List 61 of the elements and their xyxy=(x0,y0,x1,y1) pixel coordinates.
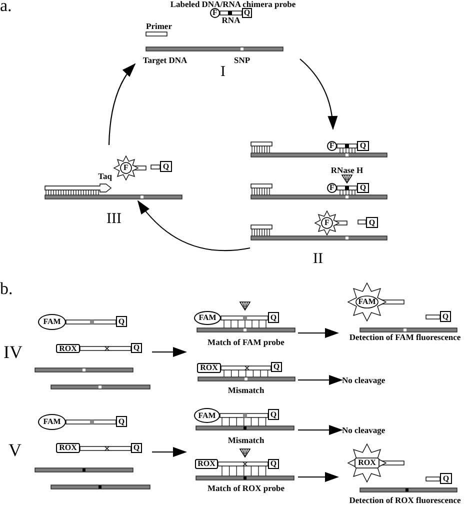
arrow xyxy=(298,375,343,385)
arrow xyxy=(300,58,338,130)
quencher-box: Q xyxy=(440,311,451,322)
rna-label: RNA xyxy=(222,16,240,24)
panel-letter: a. xyxy=(0,0,12,14)
fluorophore-ellipse: FAM xyxy=(38,314,66,330)
glowing-fluorophore: F xyxy=(114,156,138,180)
quencher-box: Q xyxy=(268,312,279,323)
panel-letter: b. xyxy=(0,280,13,297)
result-label: Detection of FAM fluorescence xyxy=(349,333,461,342)
result-label: Match of FAM probe xyxy=(208,338,284,346)
glowing-fluorophore: F xyxy=(315,211,339,235)
quencher-box: Q xyxy=(357,141,369,151)
primer-label: Primer xyxy=(146,22,172,30)
result-text: No cleavage xyxy=(342,374,404,386)
quencher-box: Q xyxy=(116,416,127,427)
quencher-box: Q xyxy=(271,362,282,372)
fluorophore-box: ROX xyxy=(195,459,218,469)
quencher-box: Q xyxy=(160,161,172,172)
quencher-box: Q xyxy=(131,443,142,453)
quencher-box: Q xyxy=(440,473,452,484)
stage-numeral: III xyxy=(106,212,122,227)
snp-label: SNP xyxy=(234,56,250,64)
enzyme-label: Taq xyxy=(98,172,112,180)
result-label: Mismatch xyxy=(228,436,264,444)
arrow xyxy=(298,472,339,482)
arrow xyxy=(137,200,250,252)
fluorophore-circle: F xyxy=(327,141,337,151)
arrow xyxy=(298,328,339,338)
fluorophore-box: ROX xyxy=(197,363,221,373)
probe-title: Labeled DNA/RNA chimera probe xyxy=(170,0,296,8)
stage-numeral: I xyxy=(220,65,226,80)
result-label: Detection of ROX fluorescence xyxy=(349,496,461,504)
quencher-box: Q xyxy=(268,409,279,420)
glowing-fluorophore: ROX xyxy=(348,444,386,482)
arrow xyxy=(298,425,343,435)
fluorophore-ellipse: FAM xyxy=(194,408,220,423)
glowing-fluorophore: FAM xyxy=(348,283,386,321)
stage-numeral: IV xyxy=(4,343,22,361)
quencher-box: Q xyxy=(116,316,127,327)
fluorophore-ellipse: FAM xyxy=(38,414,66,430)
fluorophore-box: ROX xyxy=(56,344,80,353)
quencher-box: Q xyxy=(268,459,279,469)
arrow xyxy=(152,447,187,457)
strand-label: Target DNA xyxy=(142,56,188,64)
enzyme-label: RNase H xyxy=(330,166,364,174)
result-text: No cleavage xyxy=(342,424,404,436)
arrow xyxy=(108,63,136,146)
arrow xyxy=(152,347,187,357)
result-label: Mismatch xyxy=(228,386,264,394)
quencher-box: Q xyxy=(242,8,252,18)
fluorophore-box: ROX xyxy=(56,443,80,453)
quencher-box: Q xyxy=(357,183,369,193)
quencher-box: Q xyxy=(131,343,142,353)
fluorophore-ellipse: FAM xyxy=(194,311,221,325)
fluorophore-circle: F xyxy=(327,183,337,193)
quencher-box: Q xyxy=(366,217,378,228)
stage-numeral: II xyxy=(313,252,323,267)
fluorophore-circle: F xyxy=(210,8,220,18)
result-label: Match of ROX probe xyxy=(207,484,285,492)
stage-numeral: V xyxy=(8,441,22,459)
